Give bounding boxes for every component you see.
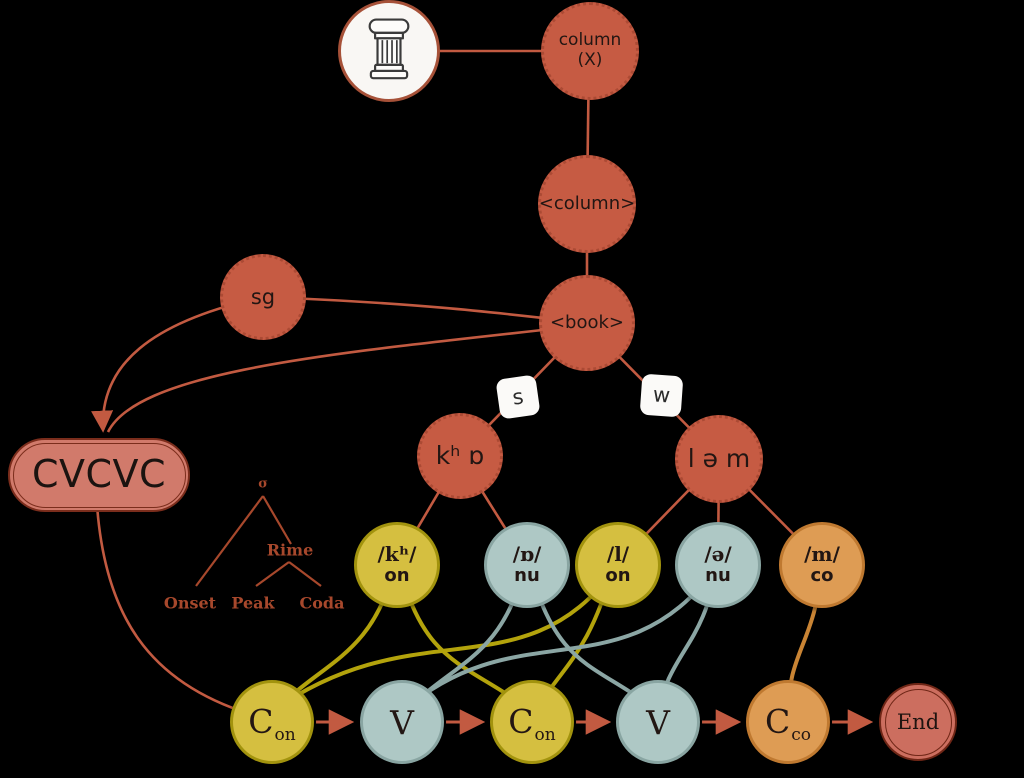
lemma-label-line1: column bbox=[558, 30, 622, 51]
association-lines-onset bbox=[270, 563, 620, 717]
slot3-sub: on bbox=[534, 725, 556, 746]
stress-tag-weak: w bbox=[639, 373, 684, 418]
syllable-node-weak: l ə m bbox=[675, 415, 763, 503]
phoneme-open-o-role: nu bbox=[514, 565, 540, 587]
phoneme-node-schwa: /ə/ nu bbox=[675, 522, 761, 608]
lemma-label-line2: (X) bbox=[577, 50, 603, 70]
phoneme-schwa-symbol: /ə/ bbox=[704, 542, 732, 567]
phoneme-node-open-o: /ɒ/ nu bbox=[484, 522, 570, 608]
tree-label-coda: Coda bbox=[299, 593, 345, 613]
stress-weak-label: w bbox=[652, 382, 671, 408]
syllable-node-strong: kʰ ɒ bbox=[417, 413, 503, 499]
slot2-main: V bbox=[390, 702, 414, 742]
slot5-main: C bbox=[764, 702, 791, 742]
template-label: CVCVC bbox=[31, 452, 167, 497]
phoneme-kh-role: on bbox=[384, 565, 410, 587]
cv-slot-4-vowel: V bbox=[616, 680, 700, 764]
assoc-l-slot1 bbox=[272, 563, 620, 712]
slot5-sub: co bbox=[791, 725, 811, 746]
syllable-tree-lines bbox=[195, 495, 322, 587]
tree-label-rime: Rime bbox=[266, 540, 314, 560]
phoneme-node-kh: /kʰ/ on bbox=[354, 522, 440, 608]
phoneme-open-o-symbol: /ɒ/ bbox=[512, 542, 542, 567]
assoc-schwa-slot2 bbox=[402, 563, 720, 712]
tree-label-peak: Peak bbox=[231, 593, 275, 613]
lexeme-label: <column> bbox=[538, 192, 636, 214]
slot3-main: C bbox=[508, 702, 534, 742]
phoneme-node-m: /m/ co bbox=[779, 522, 865, 608]
lexeme-node: <column> bbox=[538, 155, 636, 253]
tree-line-rime-peak bbox=[255, 561, 290, 587]
syllable-strong-label: kʰ ɒ bbox=[435, 440, 485, 470]
wordform-label: <book> bbox=[549, 311, 625, 333]
concept-node bbox=[338, 0, 440, 102]
end-node: End bbox=[879, 683, 957, 761]
phoneme-m-symbol: /m/ bbox=[804, 542, 840, 567]
slot4-main: V bbox=[646, 702, 670, 742]
slot1-sub: on bbox=[274, 725, 296, 746]
edge-wordform-to-template bbox=[106, 323, 588, 433]
wordform-node: <book> bbox=[539, 275, 635, 371]
phoneme-l-symbol: /l/ bbox=[606, 542, 630, 567]
end-label: End bbox=[896, 709, 940, 734]
stress-strong-label: s bbox=[510, 384, 526, 410]
red-edges bbox=[91, 49, 823, 716]
phoneme-l-role: on bbox=[605, 565, 631, 587]
column-icon bbox=[368, 18, 410, 80]
feature-node-sg: sg bbox=[220, 254, 306, 340]
phoneme-schwa-role: nu bbox=[705, 565, 731, 587]
edge-template-to-slot1 bbox=[95, 504, 251, 716]
tree-label-sigma: σ bbox=[258, 476, 268, 492]
tree-label-onset: Onset bbox=[163, 593, 217, 613]
tree-line-sigma-rime bbox=[262, 495, 292, 545]
slot1-main: C bbox=[248, 702, 274, 742]
stress-tag-strong: s bbox=[495, 374, 541, 420]
cv-template-node: CVCVC bbox=[8, 438, 190, 512]
feature-label: sg bbox=[250, 284, 276, 309]
tree-line-sigma-onset bbox=[195, 495, 264, 587]
phoneme-node-l: /l/ on bbox=[575, 522, 661, 608]
tree-line-rime-coda bbox=[288, 561, 322, 587]
cv-slot-2-vowel: V bbox=[360, 680, 444, 764]
phoneme-kh-symbol: /kʰ/ bbox=[377, 542, 417, 567]
syllable-weak-label: l ə m bbox=[687, 443, 751, 473]
lemma-node: column (X) bbox=[541, 2, 639, 100]
phoneme-m-role: co bbox=[810, 565, 834, 587]
